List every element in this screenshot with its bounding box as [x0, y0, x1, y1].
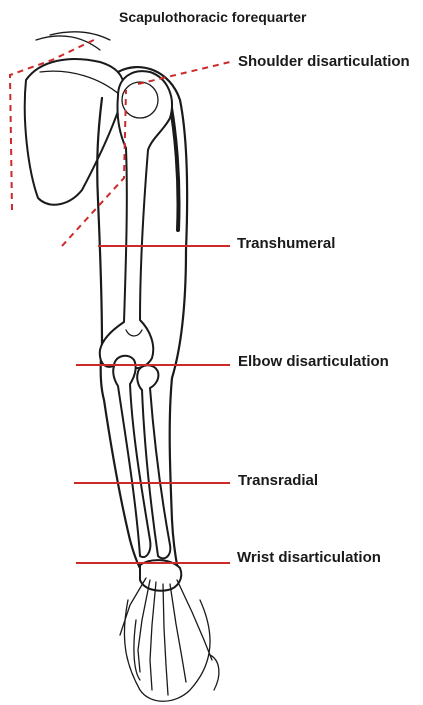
diagram-title: Scapulothoracic forequarter	[119, 9, 307, 25]
label-transhumeral: Transhumeral	[237, 235, 335, 252]
label-elbow-disarticulation: Elbow disarticulation	[238, 353, 389, 370]
scapula	[25, 32, 124, 205]
hand	[120, 560, 219, 701]
forearm-bones	[113, 356, 170, 559]
label-transradial: Transradial	[238, 472, 318, 489]
label-shoulder-disarticulation: Shoulder disarticulation	[238, 53, 410, 70]
label-wrist-disarticulation: Wrist disarticulation	[237, 549, 381, 566]
